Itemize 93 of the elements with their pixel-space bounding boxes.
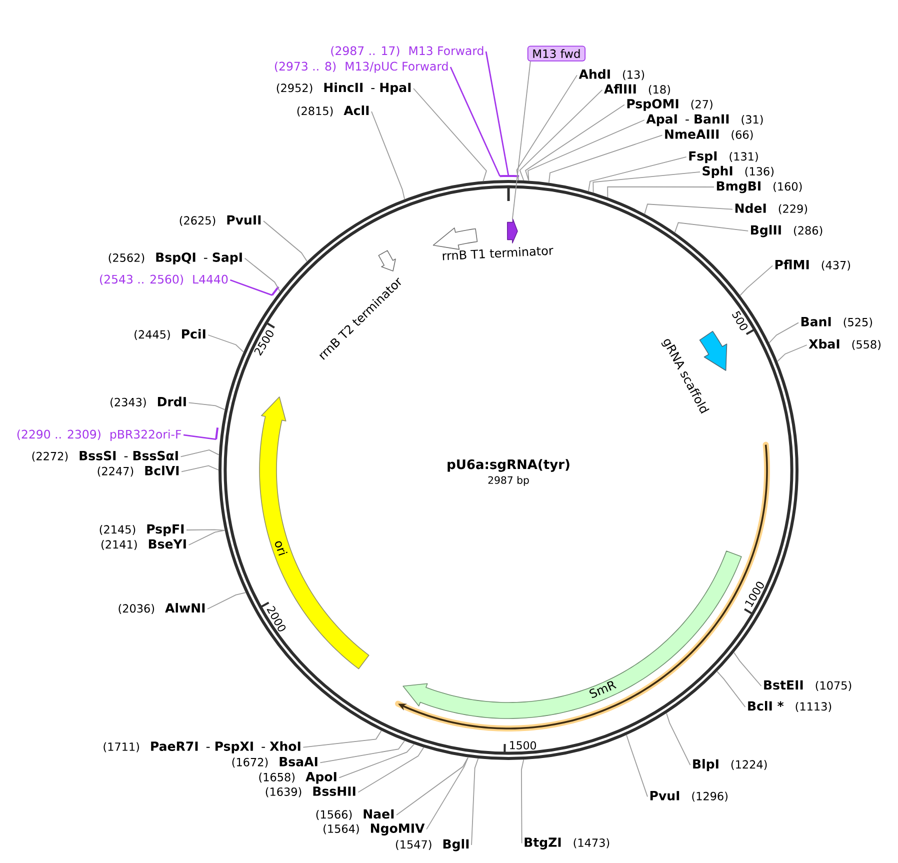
enzyme-label: XbaI (558)	[808, 338, 880, 350]
leader-line	[512, 60, 531, 220]
enzyme-label: (2952) HincII - HpaI	[276, 82, 411, 95]
leader-line	[188, 530, 226, 546]
leader-line	[644, 204, 733, 214]
enzyme-label: (1547) BglI	[396, 838, 469, 852]
leader-line	[186, 529, 226, 531]
leader-line	[768, 322, 799, 344]
enzyme-label: BglII (286)	[751, 224, 822, 238]
leader-line	[733, 652, 762, 686]
leader-line	[188, 402, 226, 410]
enzyme-label: PspOMI (27)	[627, 98, 712, 111]
leader-line	[607, 186, 714, 198]
enzyme-label: (2343) DrdI	[110, 396, 186, 408]
feature-label: SmR	[589, 681, 617, 698]
primer-label: (2290 .. 2309) pBR322ori-F	[17, 430, 182, 441]
leader-line	[230, 279, 272, 296]
plasmid-name: pU6a:sgRNA(tyr)	[448, 459, 570, 472]
leader-line	[244, 258, 280, 292]
leader-line	[716, 671, 746, 708]
leader-line	[320, 740, 406, 764]
enzyme-label: BanI (525)	[801, 317, 872, 328]
enzyme-label: BstEII (1075)	[764, 680, 852, 691]
enzyme-label: BclI * (1113)	[748, 700, 832, 712]
enzyme-label: (1711) PaeR7I - PspXI - XhoI	[104, 741, 300, 754]
enzyme-label: (2145) PspFI	[100, 524, 184, 536]
leader-line	[413, 88, 487, 182]
sequence-length: 2987 bp	[488, 476, 529, 486]
enzyme-label: (2272) BssSI - BssSαI	[32, 450, 178, 462]
enzyme-label: PflMI (437)	[775, 260, 850, 271]
leader-line	[396, 756, 469, 816]
primer-mark	[215, 428, 219, 440]
enzyme-label: BmgBI (160)	[716, 181, 802, 194]
enzyme-label: AflIII (18)	[604, 84, 670, 95]
enzyme-label: BlpI (1224)	[693, 758, 767, 772]
enzyme-label: (2625) PvuII	[180, 215, 261, 226]
primer-label: (2543 .. 2560) L4440	[100, 274, 228, 286]
leader-line	[626, 734, 648, 798]
leader-line	[485, 51, 510, 176]
leader-line	[180, 450, 220, 458]
leader-line	[519, 90, 603, 181]
primer-mark	[271, 286, 280, 296]
leader-line	[666, 712, 691, 766]
leader-line	[674, 222, 749, 233]
leader-line	[181, 465, 219, 472]
leader-line	[520, 759, 524, 844]
enzyme-label: FspI (131)	[689, 151, 758, 164]
leader-line	[426, 756, 469, 830]
enzyme-label: PvuI (1296)	[650, 791, 728, 802]
feature-label: ori	[275, 541, 288, 556]
leader-line	[207, 592, 246, 610]
primer-mark	[500, 175, 514, 178]
enzyme-label: BtgZI (1473)	[524, 838, 610, 850]
feature-label: rrnB T1 terminator	[442, 246, 554, 260]
enzyme-label: (2036) AlwNI	[118, 602, 205, 614]
enzyme-label: (2247) BclVI	[98, 466, 179, 477]
primer-label: (2973 .. 8) M13/pUC Forward	[274, 62, 448, 73]
primer-label: (2987 .. 17) M13 Forward	[331, 46, 484, 57]
leader-line	[516, 74, 578, 181]
leader-line	[776, 344, 808, 362]
leader-line	[740, 265, 773, 296]
leader-line	[450, 66, 500, 176]
leader-line	[263, 220, 308, 262]
enzyme-label: SphI (136)	[702, 166, 774, 178]
enzyme-label: AhdI (13)	[578, 69, 644, 80]
tick-label: 500	[732, 310, 748, 330]
enzyme-label: (2445) PciI	[134, 328, 206, 340]
enzyme-label: (2562) BspQI - SapI	[108, 252, 242, 264]
label-box: M13 fwd	[527, 46, 586, 62]
leader-line	[548, 134, 663, 184]
enzyme-label: NdeI (229)	[735, 203, 808, 214]
enzyme-label: (2815) AclI	[297, 105, 369, 116]
enzyme-label: (1658) ApoI	[259, 772, 336, 784]
leader-line	[183, 434, 216, 440]
enzyme-label: (2141) BseYI	[102, 539, 186, 550]
enzyme-label: (1639) BssHII	[266, 786, 356, 798]
enzyme-label: NmeAIII (66)	[665, 130, 753, 140]
leader-line	[471, 758, 479, 846]
enzyme-label: (1672) BsaAI	[232, 757, 318, 768]
leader-line	[338, 744, 415, 778]
leader-line	[525, 104, 625, 182]
enzyme-label: ApaI - BanII (31)	[646, 114, 763, 126]
leader-line	[358, 746, 424, 793]
leader-line	[371, 111, 406, 200]
leader-line	[302, 730, 382, 748]
tick-label: 1500	[510, 741, 536, 750]
leader-line	[208, 334, 244, 352]
enzyme-label: (1564) NgoMIV	[324, 824, 425, 836]
leader-line	[528, 120, 645, 182]
feature-block	[507, 218, 518, 244]
enzyme-label: (1566) NaeI	[316, 809, 394, 820]
leader-line	[592, 171, 700, 194]
leader-line	[588, 156, 687, 192]
